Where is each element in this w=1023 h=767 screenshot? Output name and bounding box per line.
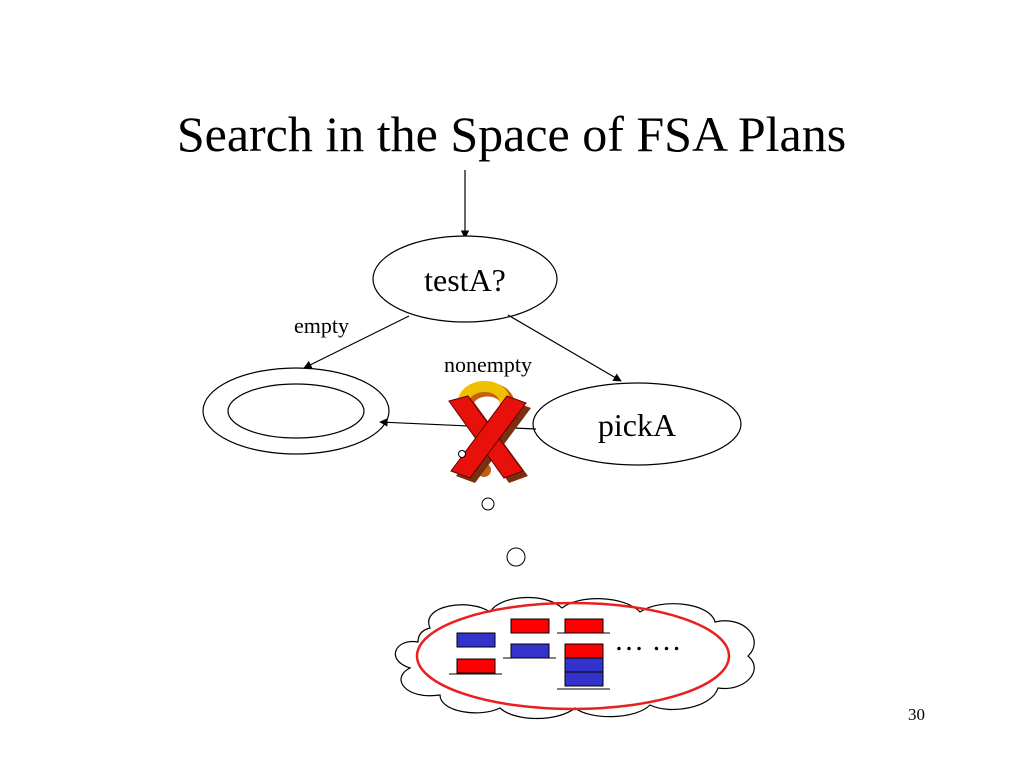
state-testA[interactable]: testA? <box>372 235 558 323</box>
blue-block <box>564 657 604 673</box>
edge-empty <box>303 315 410 369</box>
thought-bubble-large <box>506 547 526 567</box>
red-block <box>510 618 550 634</box>
red-block <box>564 643 604 659</box>
block-stack-1 <box>449 632 502 675</box>
red-block <box>564 618 604 634</box>
edge-label-nonempty: nonempty <box>444 352 532 377</box>
slide-number: 30 <box>908 705 925 724</box>
state-testA-label: testA? <box>424 262 506 298</box>
block-stack-2 <box>503 618 556 659</box>
cloud-ellipsis: … … <box>614 624 682 657</box>
thought-cloud: … … <box>394 597 755 720</box>
block-stack-3 <box>557 618 610 690</box>
thought-bubble-small <box>458 450 466 458</box>
blue-block <box>456 632 496 648</box>
thought-bubble-medium <box>481 497 495 511</box>
red-x-icon <box>448 395 531 483</box>
edge-nonempty <box>507 314 622 382</box>
red-block <box>456 658 496 674</box>
state-pickA[interactable]: pickA <box>532 382 742 466</box>
blue-block <box>564 671 604 687</box>
blue-block <box>510 643 550 659</box>
edge-label-empty: empty <box>294 313 349 338</box>
state-pickA-label: pickA <box>598 407 676 443</box>
plan-highlight-ellipse <box>415 601 731 711</box>
slide-title: Search in the Space of FSA Plans <box>176 106 847 162</box>
state-goal[interactable] <box>202 367 390 455</box>
